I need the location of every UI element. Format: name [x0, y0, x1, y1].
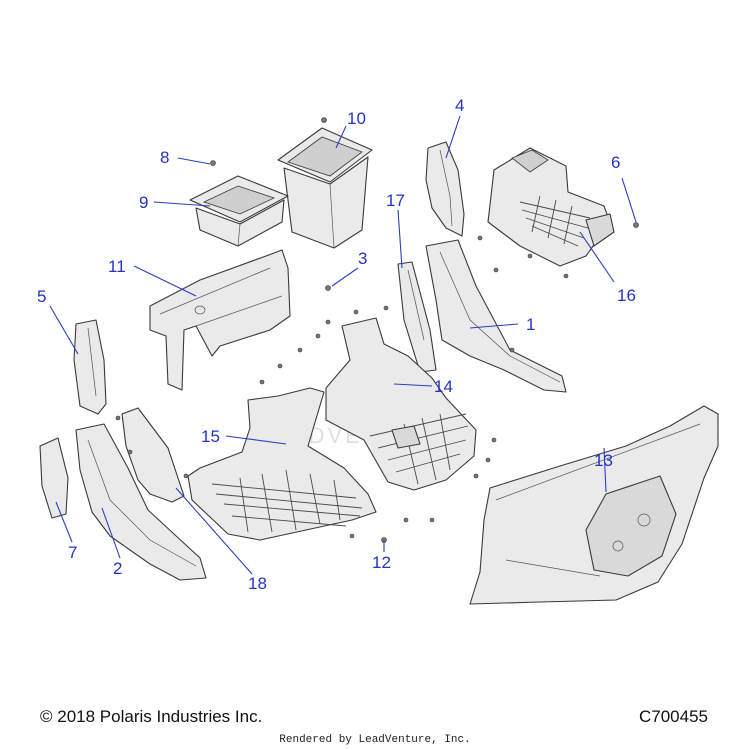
callout-13: 13: [594, 451, 613, 470]
callout-8: 8: [160, 148, 169, 167]
part-4-upper-side-panel: [425, 141, 465, 237]
part-1-rocker-panel: [425, 239, 567, 393]
rendered-by-text: Rendered by LeadVenture, Inc.: [279, 734, 471, 746]
part-5-left-upper-panel: [73, 319, 107, 415]
callout-1: 1: [526, 315, 535, 334]
callout-5: 5: [37, 287, 46, 306]
callout-12: 12: [372, 553, 391, 572]
callout-14: 14: [434, 377, 453, 396]
part-10-storage-bin: [277, 117, 373, 249]
leader-lines: [49, 115, 637, 575]
callout-15: 15: [201, 427, 220, 446]
copyright-text: © 2018 Polaris Industries Inc.: [40, 707, 263, 726]
part-17-bracket: [397, 261, 437, 373]
part-11-console-panel: [149, 249, 291, 391]
callout-9: 9: [139, 193, 148, 212]
part-16-rear-floor: [487, 147, 615, 267]
callout-labels: 1 2 3 4 5 6 7 8 9 10 11 12 13 14 15 16 1…: [37, 96, 636, 593]
callout-7: 7: [68, 543, 77, 562]
callout-10: 10: [347, 109, 366, 128]
part-7-small-panel: [39, 437, 69, 519]
part-13-rear-bulkhead: [469, 405, 719, 605]
callout-17: 17: [386, 191, 405, 210]
part-6-fastener: [633, 222, 639, 228]
callout-11: 11: [108, 257, 126, 276]
diagram-code: C700455: [638, 707, 708, 726]
part-3-fastener: [325, 285, 331, 291]
part-14-center-floor: [325, 317, 477, 491]
callout-2: 2: [113, 559, 122, 578]
part-9-storage-tray: [189, 160, 289, 247]
callout-6: 6: [611, 153, 620, 172]
callout-18: 18: [248, 574, 267, 593]
part-18-left-inner-panel: [121, 407, 185, 503]
part-2-left-rocker-panel: [75, 423, 207, 581]
loose-fasteners: [115, 235, 569, 539]
callout-16: 16: [617, 286, 636, 305]
callout-3: 3: [358, 249, 367, 268]
callout-4: 4: [455, 96, 464, 115]
part-15-front-floor: [187, 387, 377, 541]
